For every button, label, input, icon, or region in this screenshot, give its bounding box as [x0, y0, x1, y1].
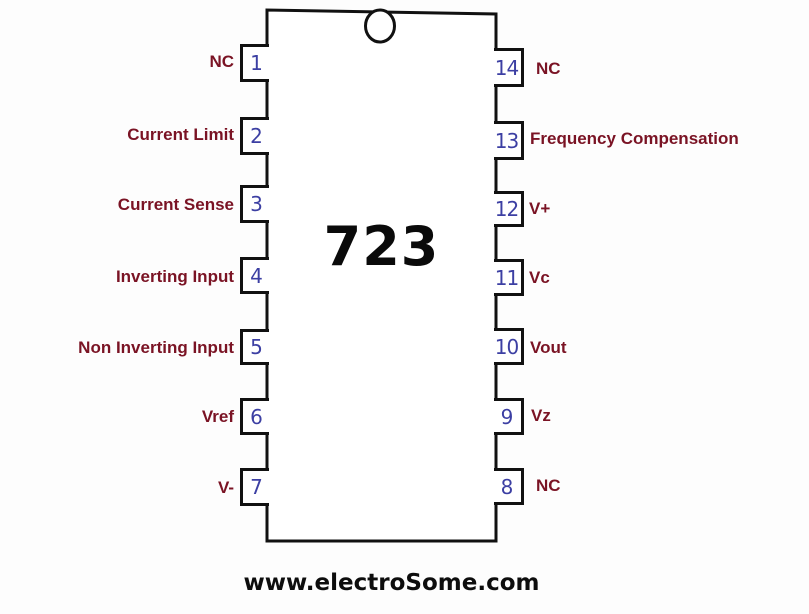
- chip-part-number: 723: [323, 215, 440, 278]
- pin-10: 10: [494, 328, 524, 365]
- pin-14: 14: [494, 48, 524, 87]
- pin-number: 4: [250, 263, 263, 288]
- pin-8-label: NC: [536, 476, 561, 495]
- pin-12-label: V+: [529, 199, 551, 218]
- pin-11: 11: [494, 259, 524, 296]
- pin-number: 8: [500, 474, 514, 499]
- pin-9-label: Vz: [531, 406, 551, 425]
- pin-number: 14: [494, 55, 519, 80]
- pin-4: 4: [240, 257, 269, 294]
- pin-number: 2: [250, 124, 263, 148]
- pin-10-label: Vout: [530, 338, 567, 357]
- pin-number: 13: [494, 128, 519, 153]
- pin-1: 1: [240, 44, 269, 82]
- pin-7: 7: [240, 468, 269, 506]
- pin-14-label: NC: [536, 59, 561, 78]
- pin-13-label: Frequency Compensation: [530, 129, 739, 148]
- pin-1-label: NC: [209, 52, 234, 71]
- pin-5-label: Non Inverting Input: [78, 338, 234, 357]
- pin-number: 7: [250, 475, 263, 499]
- pin-6-label: Vref: [201, 407, 234, 426]
- pin-3-label: Current Sense: [117, 195, 234, 214]
- pin-13: 13: [494, 121, 524, 160]
- pin-number: 3: [250, 192, 263, 216]
- pin-8: 8: [494, 468, 524, 505]
- pin-2-label: Current Limit: [127, 125, 234, 144]
- website-url: www.electroSome.com: [243, 570, 540, 596]
- pin-7-label: V-: [217, 478, 234, 497]
- pin-number: 10: [494, 334, 519, 359]
- pin-6: 6: [240, 398, 269, 435]
- pin-12: 12: [494, 191, 524, 227]
- pin-number: 12: [494, 197, 519, 221]
- pin-2: 2: [240, 117, 269, 155]
- pin-9: 9: [494, 398, 524, 435]
- pin-number: 6: [250, 404, 263, 429]
- pin-number: 9: [500, 404, 514, 429]
- pin-4-label: Inverting Input: [115, 267, 234, 286]
- pin-3: 3: [240, 185, 269, 223]
- pin-5: 5: [240, 329, 269, 365]
- pin-number: 11: [494, 265, 519, 290]
- pin-number: 5: [250, 335, 263, 359]
- orientation-notch-icon: [364, 8, 396, 44]
- pin-11-label: Vc: [529, 268, 550, 287]
- pin-number: 1: [250, 51, 263, 75]
